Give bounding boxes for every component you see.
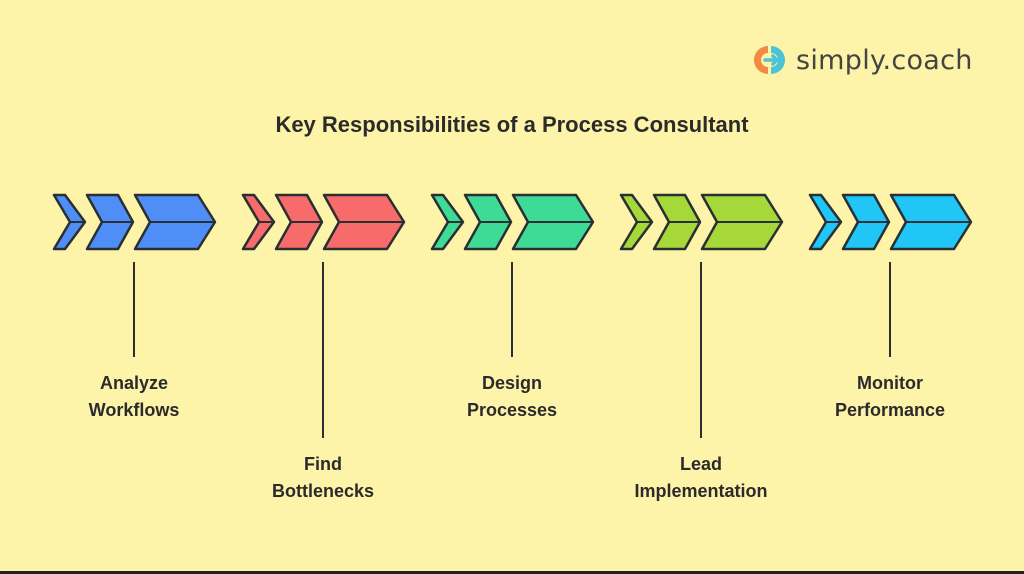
step-chevron-group (241, 193, 406, 251)
simply-coach-logo-icon (754, 46, 785, 74)
diagram-title: Key Responsibilities of a Process Consul… (275, 112, 749, 137)
step-label-line: Lead (679, 454, 722, 474)
step-chevron-group (619, 193, 784, 251)
step-chevron-group (808, 193, 973, 251)
step-label-line: Find (304, 454, 342, 474)
step-label-line: Performance (834, 400, 946, 420)
step-label-line: Processes (466, 400, 558, 420)
step-label-line: Monitor (857, 373, 923, 393)
step-label-line: Implementation (634, 481, 768, 501)
logo: simply.coach (752, 42, 973, 78)
step-chevron-group (430, 193, 595, 251)
step-label-line: Analyze (99, 373, 169, 393)
step-label-line: Bottlenecks (271, 481, 375, 501)
step-label-line: Design (481, 373, 542, 393)
step-chevron-group (52, 193, 217, 251)
step-label-line: Workflows (88, 400, 180, 420)
bottom-border (0, 571, 1024, 574)
logo-text: simply.coach (796, 44, 973, 76)
